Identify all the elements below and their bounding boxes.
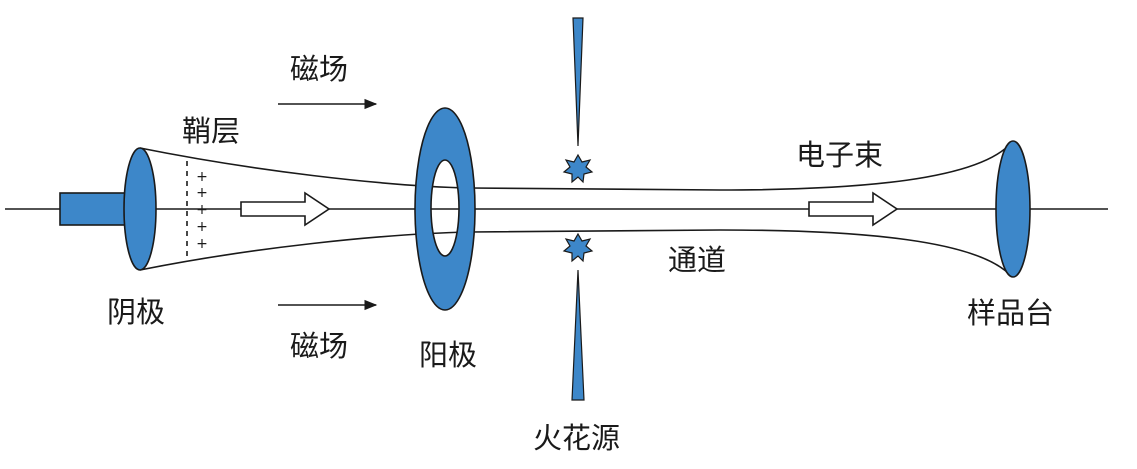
sheath-plus-2: +: [196, 185, 208, 201]
label-cathode: 阴极: [107, 295, 165, 329]
sheath-plus-4: +: [196, 219, 208, 235]
anode-ring: [414, 107, 476, 311]
label-sheath: 鞘层: [182, 114, 240, 148]
beam-direction-arrow-left: [240, 191, 331, 227]
label-sample-stage: 样品台: [967, 296, 1054, 330]
sheath-plus-1: +: [196, 169, 208, 185]
sheath-plus-3: +: [196, 202, 208, 218]
label-electron-beam: 电子束: [796, 138, 883, 172]
label-magnetic-field-bottom: 磁场: [290, 329, 348, 363]
beam-direction-arrow-right: [808, 191, 899, 227]
sheath-plus-5: +: [196, 236, 208, 252]
spark-needle-bottom: [571, 269, 585, 401]
cathode-stem: [59, 192, 133, 226]
label-magnetic-field-top: 磁场: [290, 52, 348, 86]
spark-burst-bottom: [562, 232, 594, 263]
cathode-disk: [123, 147, 157, 271]
label-channel: 通道: [668, 243, 726, 277]
spark-needle-top: [572, 17, 584, 147]
spark-burst-top: [562, 153, 594, 184]
label-anode: 阳极: [419, 338, 477, 372]
label-spark-source: 火花源: [533, 421, 620, 455]
sample-stage-disk: [995, 140, 1031, 278]
sheath-charge-marks: + + + + +: [196, 169, 208, 252]
